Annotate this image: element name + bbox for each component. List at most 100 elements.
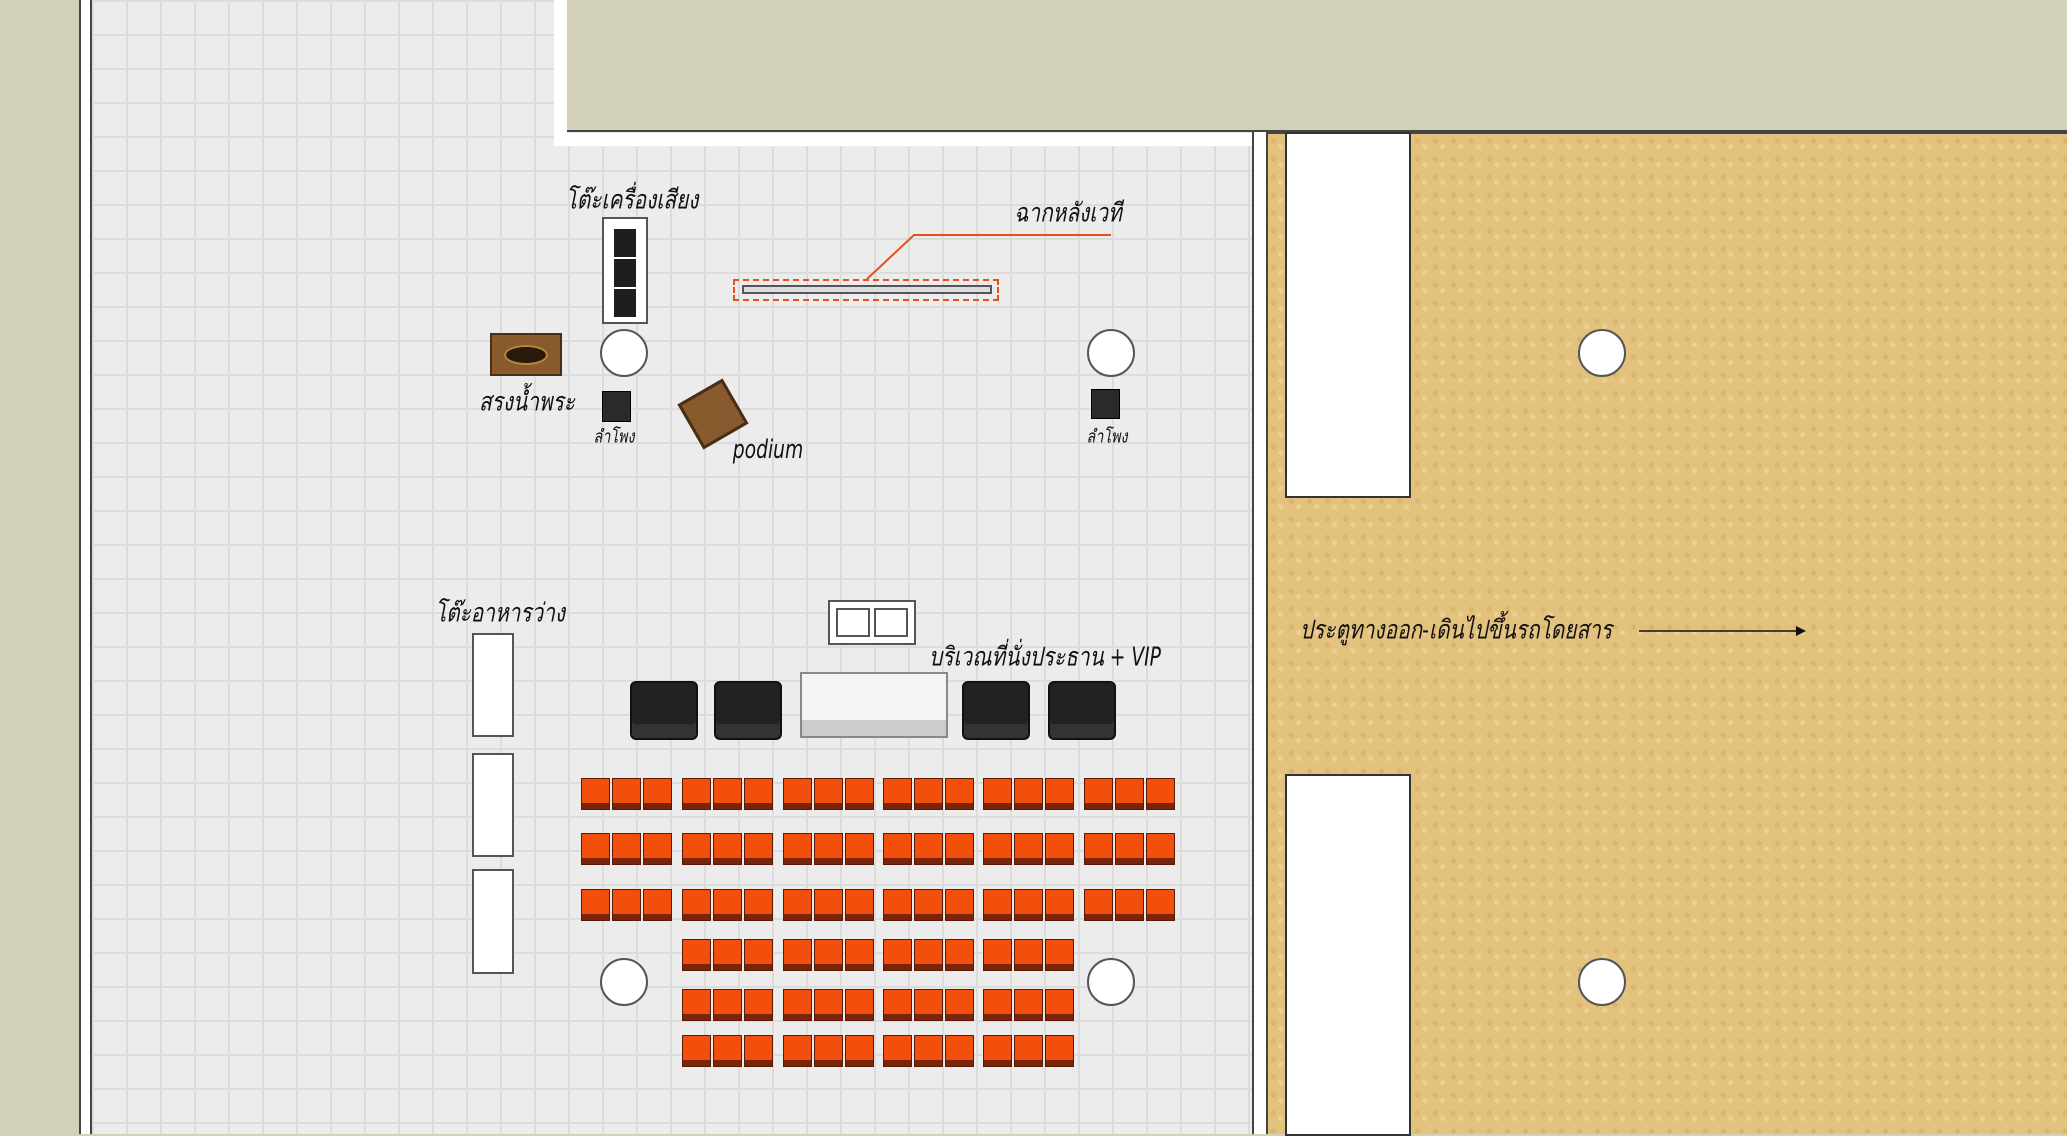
audience-chair <box>1045 939 1074 971</box>
audience-chair <box>845 1035 874 1067</box>
audience-chair <box>1014 989 1043 1021</box>
pillar <box>600 329 648 377</box>
hall-floor <box>92 0 1252 1134</box>
audience-chair <box>1045 1035 1074 1067</box>
pillar <box>600 958 648 1006</box>
audience-chair <box>1014 778 1043 810</box>
podium-label: podium <box>732 435 804 465</box>
audience-chair <box>713 778 742 810</box>
audience-chair <box>713 833 742 865</box>
audience-chair <box>945 778 974 810</box>
audience-chair <box>744 989 773 1021</box>
snack-table <box>472 753 514 857</box>
audience-chair <box>945 833 974 865</box>
audience-chair <box>643 778 672 810</box>
audience-chair <box>845 778 874 810</box>
audience-chair <box>744 833 773 865</box>
audience-chair <box>814 939 843 971</box>
audience-chair <box>914 989 943 1021</box>
audience-chair <box>1115 778 1144 810</box>
side-table <box>828 600 916 645</box>
audience-chair <box>682 1035 711 1067</box>
audience-chair <box>783 778 812 810</box>
exit-door-upper <box>1285 132 1411 498</box>
audience-chair <box>883 939 912 971</box>
audience-chair <box>814 989 843 1021</box>
sound-table-label: โต๊ะเครื่องเสียง <box>565 185 699 216</box>
audience-chair <box>1045 989 1074 1021</box>
audience-chair <box>1014 939 1043 971</box>
audience-chair <box>612 889 641 921</box>
audience-chair <box>883 1035 912 1067</box>
audience-chair <box>845 833 874 865</box>
audience-chair <box>945 989 974 1021</box>
speaker-icon <box>602 391 631 422</box>
audience-chair <box>1115 889 1144 921</box>
audience-chair <box>983 939 1012 971</box>
chairman-sofa <box>800 672 948 738</box>
audio-equipment-icon <box>614 259 636 287</box>
audience-chair <box>581 778 610 810</box>
audience-chair <box>1014 1035 1043 1067</box>
audio-equipment-icon <box>614 289 636 317</box>
audience-chair <box>713 1035 742 1067</box>
audience-chair <box>814 889 843 921</box>
audience-chair <box>682 989 711 1021</box>
vip-armchair <box>1048 681 1116 740</box>
audience-chair <box>581 833 610 865</box>
audience-chair <box>682 889 711 921</box>
audience-chair <box>814 1035 843 1067</box>
audience-chair <box>1014 833 1043 865</box>
vip-armchair <box>714 681 782 740</box>
vip-armchair <box>962 681 1030 740</box>
audience-chair <box>983 833 1012 865</box>
audience-chair <box>1146 778 1175 810</box>
audio-equipment-icon <box>614 229 636 257</box>
snack-table <box>472 869 514 974</box>
exit-label: ประตูทางออก-เดินไปขึ้นรถโดยสาร <box>1299 615 1613 646</box>
holy-water-bowl-icon <box>504 344 548 365</box>
audience-chair <box>713 889 742 921</box>
audience-chair <box>845 939 874 971</box>
left-wall <box>79 0 92 1134</box>
backdrop-marker <box>733 279 999 301</box>
audience-chair <box>845 989 874 1021</box>
stage-backdrop <box>742 285 992 294</box>
audience-chair <box>883 778 912 810</box>
holy-water-label: สรงน้ำพระ <box>479 387 575 418</box>
audience-chair <box>1045 833 1074 865</box>
audience-chair <box>883 989 912 1021</box>
audience-chair <box>1084 889 1113 921</box>
audience-chair <box>581 889 610 921</box>
audience-chair <box>845 889 874 921</box>
backdrop-label: ฉากหลังเวที <box>1014 198 1122 229</box>
speaker-label: ลำโพง <box>593 426 635 448</box>
audience-chair <box>643 889 672 921</box>
snack-table-label: โต๊ะอาหารว่าง <box>434 598 566 629</box>
audience-chair <box>945 939 974 971</box>
exit-door-lower <box>1285 774 1411 1136</box>
audience-chair <box>945 1035 974 1067</box>
side-table-panel <box>836 608 870 637</box>
audience-chair <box>1014 889 1043 921</box>
audience-chair <box>783 939 812 971</box>
audience-chair <box>914 889 943 921</box>
audience-chair <box>612 833 641 865</box>
audience-chair <box>1045 889 1074 921</box>
audience-chair <box>945 889 974 921</box>
audience-chair <box>783 833 812 865</box>
holy-water-table <box>490 333 562 376</box>
vip-area-label: บริเวณที่นั่งประธาน + VIP <box>929 642 1161 673</box>
audience-chair <box>744 778 773 810</box>
audience-chair <box>983 889 1012 921</box>
audience-chair <box>643 833 672 865</box>
audience-chair <box>1115 833 1144 865</box>
audience-chair <box>814 778 843 810</box>
pillar <box>1578 329 1626 377</box>
speaker-label: ลำโพง <box>1086 426 1128 448</box>
audience-chair <box>744 889 773 921</box>
pillar <box>1087 958 1135 1006</box>
audience-chair <box>914 1035 943 1067</box>
audience-chair <box>783 989 812 1021</box>
